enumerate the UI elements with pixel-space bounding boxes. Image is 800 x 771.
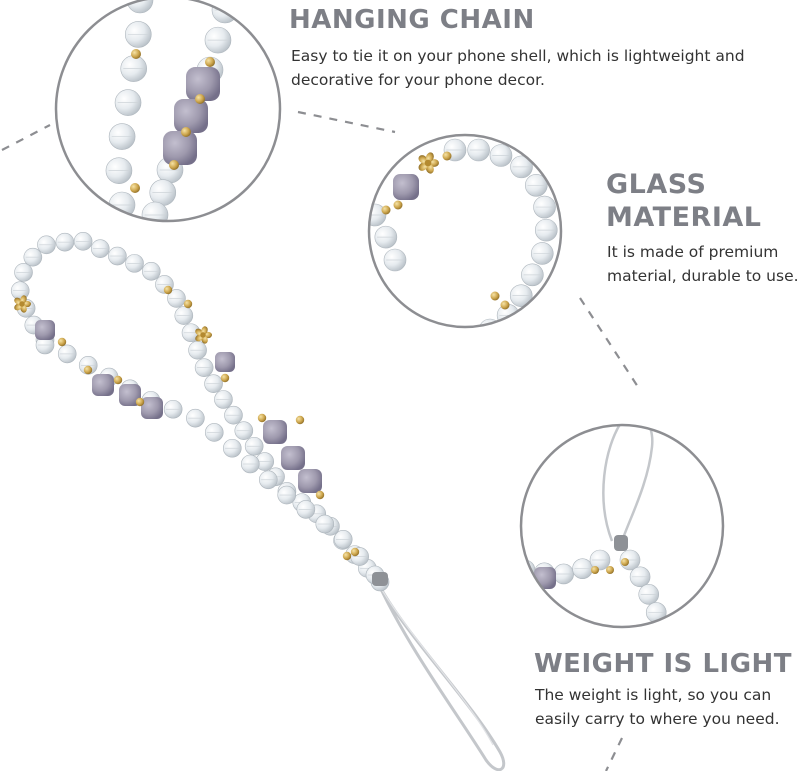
gold-spacer-bead	[83, 365, 93, 375]
gold-spacer-bead	[591, 566, 599, 574]
gold-spacer-bead	[205, 57, 215, 67]
gold-spacer-bead	[342, 551, 352, 561]
gold-spacer-bead	[163, 285, 173, 295]
hanging-chain-closeup	[54, 0, 282, 223]
crystal-bead	[654, 619, 676, 627]
gold-flower-charm	[14, 295, 32, 313]
gold-spacer-bead	[381, 205, 391, 215]
gold-spacer-bead	[393, 200, 403, 210]
lavender-bead	[281, 446, 305, 470]
gold-flower-charm	[418, 152, 439, 174]
gold-spacer-bead	[315, 490, 325, 500]
glass-material-title: GLASS MATERIAL	[606, 169, 762, 233]
gold-spacer-bead	[621, 558, 629, 566]
gold-spacer-bead	[490, 291, 500, 301]
gold-spacer-bead	[183, 299, 193, 309]
gold-spacer-bead	[135, 397, 145, 407]
lavender-bead	[35, 320, 55, 340]
weight-light-closeup	[519, 423, 725, 629]
lavender-bead	[186, 67, 220, 101]
hanging-chain-description: Easy to tie it on your phone shell, whic…	[291, 47, 745, 89]
connector-left	[1, 124, 51, 151]
gold-spacer-bead	[169, 160, 179, 170]
lavender-bead	[298, 469, 322, 493]
hanging-chain-title: HANGING CHAIN	[289, 5, 535, 35]
lavender-bead	[163, 131, 197, 165]
crystal-bead	[126, 0, 154, 14]
gold-spacer-bead	[130, 183, 140, 193]
connector-middle	[579, 297, 641, 391]
gold-spacer-bead	[350, 547, 360, 557]
connector-top	[297, 110, 396, 134]
gold-spacer-bead	[500, 300, 510, 310]
gold-flower-charm	[195, 326, 212, 344]
gold-spacer-bead	[295, 415, 305, 425]
gold-spacer-bead	[131, 49, 141, 59]
weight-light-title: WEIGHT IS LIGHT	[534, 649, 793, 679]
weight-light-description: The weight is light, so you can easily c…	[535, 686, 780, 728]
lavender-bead	[215, 352, 235, 372]
lavender-bead	[141, 397, 163, 419]
gold-spacer-bead	[113, 375, 123, 385]
gold-spacer-bead	[181, 127, 191, 137]
lavender-bead	[393, 174, 419, 200]
phone-strap-product	[10, 232, 506, 771]
lavender-bead	[534, 567, 556, 589]
gold-spacer-bead	[257, 413, 267, 423]
gold-spacer-bead	[442, 151, 452, 161]
gold-spacer-bead	[606, 566, 614, 574]
lavender-bead	[174, 99, 208, 133]
glass-material-description: It is made of premium material, durable …	[607, 243, 799, 285]
lavender-bead	[119, 384, 141, 406]
lavender-bead	[263, 420, 287, 444]
lavender-bead	[92, 374, 114, 396]
cord-knot	[372, 572, 388, 586]
gold-spacer-bead	[220, 373, 230, 383]
gold-spacer-bead	[195, 94, 205, 104]
connector-bottom	[605, 737, 623, 771]
dashed-connector-lines	[1, 110, 641, 771]
gold-spacer-bead	[57, 337, 67, 347]
glass-material-closeup	[367, 133, 563, 329]
